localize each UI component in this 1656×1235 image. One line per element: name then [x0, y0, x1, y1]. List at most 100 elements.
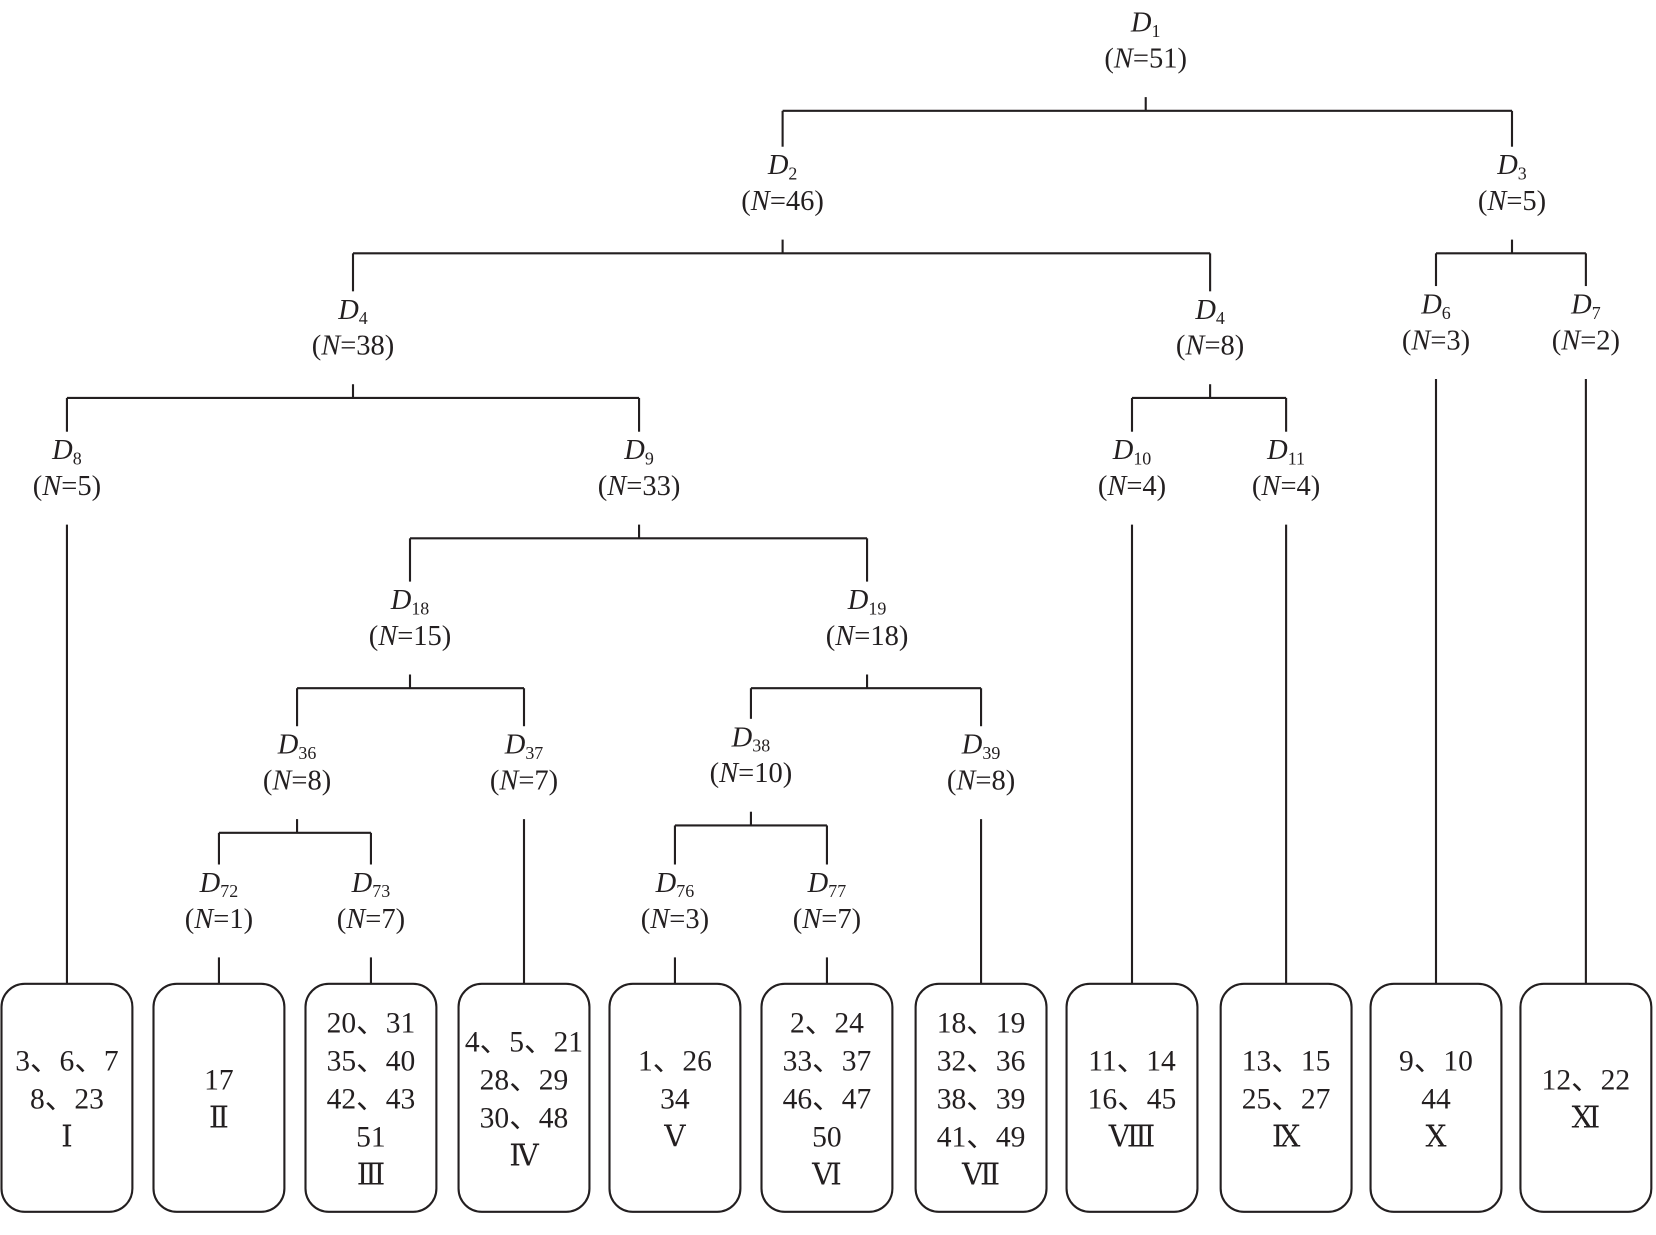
leaf-sample-ids: 33、37	[783, 1045, 872, 1077]
node-count: (N=15)	[369, 621, 452, 652]
node-name: D9	[623, 435, 654, 468]
leaf-sample-ids: 51	[356, 1121, 386, 1153]
tree-node-d73: D73(N=7)	[337, 868, 405, 935]
leaf-sample-ids: 44	[1421, 1083, 1451, 1115]
leaf-group-label: Ⅰ	[61, 1121, 73, 1153]
leaf-group-label: Ⅷ	[1108, 1121, 1156, 1153]
leaf-sample-ids: 1、26	[638, 1045, 712, 1077]
node-count: (N=5)	[33, 471, 101, 502]
tree-node-d4b: D4(N=8)	[1176, 295, 1244, 362]
node-name: D37	[504, 730, 544, 763]
leaf-box-frame	[1065, 982, 1199, 1213]
leaf-sample-ids: 2、24	[790, 1007, 864, 1039]
node-name: D36	[277, 730, 317, 763]
leaf-sample-ids: 11、14	[1088, 1045, 1176, 1077]
leaf-group-label: Ⅸ	[1272, 1121, 1301, 1153]
node-name: D3	[1496, 150, 1527, 183]
tree-node-d8: D8(N=5)	[33, 435, 101, 502]
leaf-sample-ids: 41、49	[937, 1121, 1026, 1153]
leaf-sample-ids: 18、19	[937, 1007, 1026, 1039]
tree-edges	[65, 97, 1587, 984]
leaf-box-frame	[0, 982, 134, 1213]
node-count: (N=7)	[337, 904, 405, 935]
leaf-box-frame	[1369, 982, 1503, 1213]
leaf-group-label: Ⅲ	[357, 1159, 386, 1191]
node-count: (N=33)	[598, 471, 681, 502]
node-name: D4	[337, 295, 368, 328]
tree-node-d2: D2(N=46)	[741, 150, 824, 217]
leaf-group-label: Ⅳ	[509, 1140, 539, 1172]
leaf-sample-ids: 25、27	[1242, 1083, 1331, 1115]
node-name: D10	[1112, 435, 1152, 468]
leaf-sample-ids: 16、45	[1088, 1083, 1177, 1115]
tree-node-d76: D76(N=3)	[641, 868, 709, 935]
leaf-sample-ids: 13、15	[1242, 1045, 1331, 1077]
node-name: D7	[1570, 290, 1601, 323]
node-count: (N=46)	[741, 186, 824, 217]
leaf-sample-ids: 42、43	[327, 1083, 416, 1115]
node-name: D11	[1266, 435, 1305, 468]
leaf-sample-ids: 28、29	[480, 1064, 569, 1096]
leaf-boxes: 3、6、78、23Ⅰ17Ⅱ20、3135、4042、4351Ⅲ4、5、2128、…	[0, 982, 1653, 1213]
node-name: D6	[1420, 290, 1451, 323]
node-count: (N=51)	[1104, 44, 1187, 75]
node-name: D38	[731, 722, 771, 755]
node-count: (N=18)	[826, 621, 909, 652]
tree-node-d9: D9(N=33)	[598, 435, 681, 502]
node-count: (N=38)	[312, 331, 395, 362]
leaf-sample-ids: 12、22	[1542, 1064, 1631, 1096]
leaf-sample-ids: 50	[812, 1121, 842, 1153]
tree-node-d4a: D4(N=38)	[312, 295, 395, 362]
node-count: (N=2)	[1552, 325, 1620, 356]
node-name: D1	[1130, 8, 1161, 41]
tree-node-d38: D38(N=10)	[710, 722, 793, 789]
node-count: (N=8)	[1176, 331, 1244, 362]
node-count: (N=4)	[1098, 471, 1166, 502]
leaf-sample-ids: 4、5、21	[465, 1026, 583, 1058]
tree-node-d19: D19(N=18)	[826, 585, 909, 652]
node-count: (N=5)	[1478, 186, 1546, 217]
tree-node-d77: D77(N=7)	[793, 868, 861, 935]
node-name: D77	[807, 868, 847, 901]
leaf-box-frame	[304, 982, 438, 1213]
tree-node-d36: D36(N=8)	[263, 730, 331, 797]
node-count: (N=7)	[490, 766, 558, 797]
node-count: (N=1)	[185, 904, 253, 935]
leaf-group-label: Ⅱ	[209, 1102, 229, 1134]
node-name: D19	[847, 585, 887, 618]
tree-node-d3: D3(N=5)	[1478, 150, 1546, 217]
tree-node-d18: D18(N=15)	[369, 585, 452, 652]
tree-node-d39: D39(N=8)	[947, 730, 1015, 797]
tree-node-d10: D10(N=4)	[1098, 435, 1166, 502]
tree-node-d37: D37(N=7)	[490, 730, 558, 797]
leaf-sample-ids: 46、47	[783, 1083, 872, 1115]
leaf-box-frame	[608, 982, 742, 1213]
leaf-box-frame	[1519, 982, 1653, 1213]
node-name: D73	[351, 868, 391, 901]
leaf-sample-ids: 32、36	[937, 1045, 1026, 1077]
leaf-group-label: Ⅴ	[663, 1121, 686, 1153]
node-count: (N=7)	[793, 904, 861, 935]
leaf-box-l1: 3、6、78、23Ⅰ	[0, 982, 134, 1213]
leaf-box-frame	[152, 982, 286, 1213]
leaf-box-frame	[457, 982, 591, 1213]
leaf-sample-ids: 35、40	[327, 1045, 416, 1077]
node-count: (N=10)	[710, 758, 793, 789]
node-name: D2	[767, 150, 798, 183]
leaf-sample-ids: 8、23	[30, 1083, 104, 1115]
tree-node-d11: D11(N=4)	[1252, 435, 1320, 502]
leaf-box-frame	[760, 982, 894, 1213]
leaf-sample-ids: 20、31	[327, 1007, 416, 1039]
leaf-group-label: Ⅺ	[1572, 1102, 1601, 1134]
leaf-sample-ids: 17	[204, 1064, 234, 1096]
